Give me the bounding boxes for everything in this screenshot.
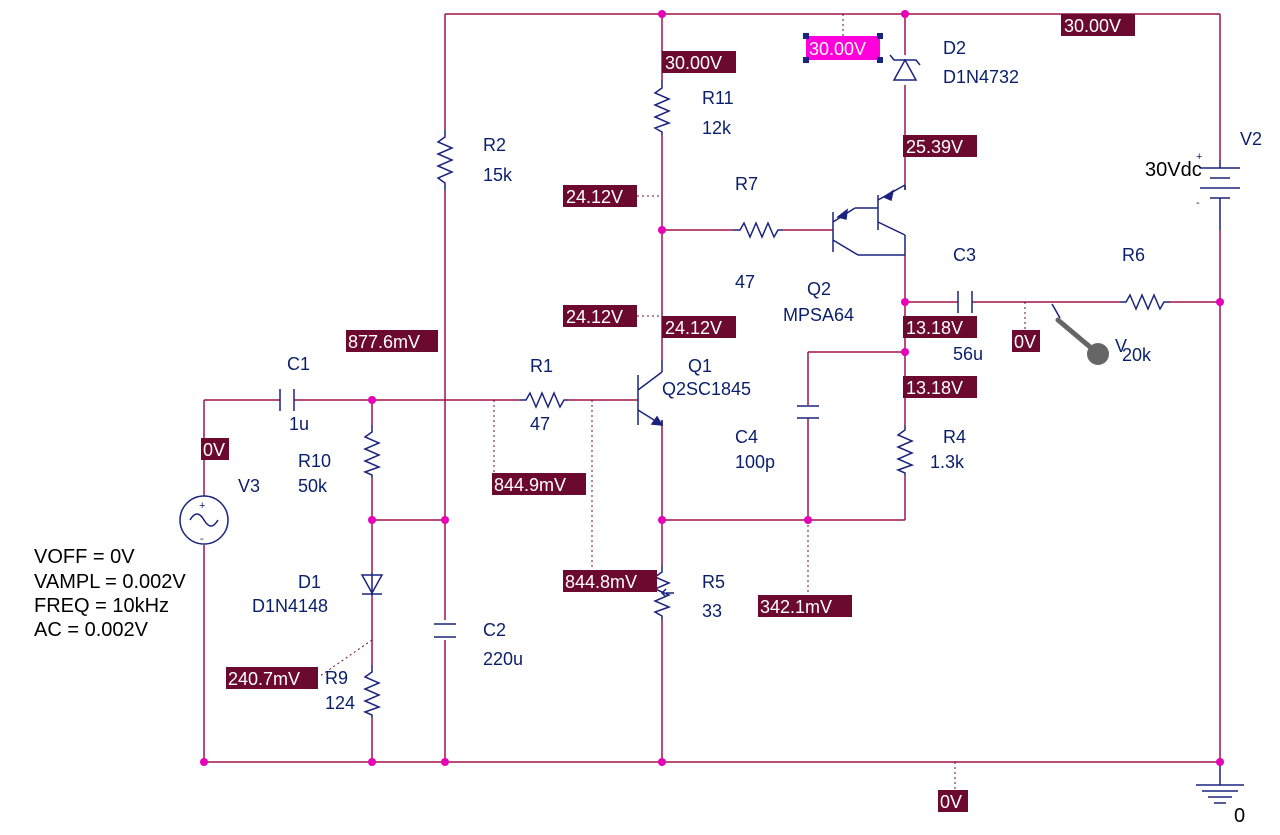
r2-resistor: [436, 130, 454, 190]
marker-out-node[interactable]: 13.18V: [903, 316, 977, 338]
components: [179, 54, 1244, 804]
marker-d1-cathode-value: 240.7mV: [228, 669, 300, 689]
wires: [203, 13, 1221, 763]
marker-ground-rail-value: 0V: [940, 792, 962, 812]
q2-ref: Q2: [807, 279, 831, 299]
marker-out-node-value: 13.18V: [906, 318, 963, 338]
marker-q1-coll-left-value: 24.12V: [566, 307, 623, 327]
v3-param-voff: VOFF = 0V: [34, 546, 135, 568]
r11-value: 12k: [702, 118, 732, 138]
r7-value: 47: [735, 272, 755, 292]
d2-ref: D2: [943, 38, 966, 58]
junction-nodes: [200, 10, 1224, 766]
r11-ref: R11: [702, 88, 734, 108]
d1-value: D1N4148: [252, 596, 328, 616]
r5-value: 33: [702, 601, 722, 621]
c3-value: 56u: [953, 344, 983, 364]
marker-q1-emitter-value: 844.8mV: [565, 572, 637, 592]
r9-ref: R9: [325, 668, 348, 688]
r4-ref: R4: [943, 427, 966, 447]
marker-q1-coll-right-value: 24.12V: [665, 318, 722, 338]
q1-value: Q2SC1845: [662, 379, 751, 399]
r1-resistor: [520, 391, 568, 409]
marker-r1-left-value: 844.9mV: [494, 475, 566, 495]
c4-ref: C4: [735, 427, 758, 447]
v3-ref: V3: [238, 476, 260, 496]
marker-c3-right-value: 0V: [1014, 332, 1036, 352]
r6-resistor: [1120, 293, 1170, 311]
marker-r1-left[interactable]: 844.9mV: [492, 473, 586, 495]
v2-plus: +: [1196, 151, 1202, 163]
probe-label: V: [1115, 336, 1127, 356]
voltage-markers[interactable]: 30.00V 30.00V 30.00V 25.39V 24.12V 24.12…: [201, 14, 1135, 812]
marker-r4-top[interactable]: 13.18V: [903, 376, 977, 398]
marker-q2-emitter-value: 25.39V: [906, 137, 963, 157]
d1-ref: D1: [298, 572, 321, 592]
marker-top-right[interactable]: 30.00V: [1061, 14, 1135, 36]
v3-plus: +: [199, 500, 205, 512]
d2-value: D1N4732: [943, 67, 1019, 87]
marker-bias-node-value: 877.6mV: [348, 332, 420, 352]
c3-ref: C3: [953, 245, 976, 265]
ground-label: 0: [1234, 805, 1245, 827]
v3-param-ac: AC = 0.002V: [34, 619, 149, 641]
r2-ref: R2: [483, 135, 506, 155]
r1-ref: R1: [530, 356, 553, 376]
voltage-probe-icon[interactable]: V: [1051, 303, 1127, 365]
marker-r11-top[interactable]: 30.00V: [662, 51, 736, 73]
marker-v3-top-value: 0V: [203, 440, 225, 460]
v2-value: 30Vdc: [1145, 159, 1202, 181]
r7-resistor: [733, 221, 783, 239]
marker-ground-rail[interactable]: 0V: [938, 790, 968, 812]
marker-r11-top-value: 30.00V: [665, 53, 722, 73]
marker-r7-node-value: 24.12V: [566, 187, 623, 207]
v3-param-vampl: VAMPL = 0.002V: [34, 571, 186, 593]
marker-d2-anode-selected[interactable]: 30.00V: [803, 33, 883, 63]
marker-c4-bottom[interactable]: 342.1mV: [758, 595, 852, 617]
marker-top-right-value: 30.00V: [1064, 16, 1121, 36]
c2-ref: C2: [483, 620, 506, 640]
r10-resistor: [362, 425, 382, 478]
marker-d2-anode-value: 30.00V: [809, 39, 866, 59]
v3-param-freq: FREQ = 10kHz: [34, 595, 169, 617]
r1-value: 47: [530, 414, 550, 434]
r10-value: 50k: [298, 476, 328, 496]
marker-c3-right[interactable]: 0V: [1012, 330, 1040, 352]
marker-v3-top[interactable]: 0V: [201, 438, 229, 460]
q2-value: MPSA64: [783, 305, 854, 325]
r2-value: 15k: [483, 165, 513, 185]
r4-resistor: [895, 425, 915, 475]
v2-ref: V2: [1240, 129, 1262, 149]
c1-ref: C1: [287, 354, 310, 374]
v2-minus: -: [1196, 197, 1200, 209]
c2-value: 220u: [483, 649, 523, 669]
marker-d1-cathode[interactable]: 240.7mV: [226, 667, 318, 689]
component-labels: R2 15k R11 12k R7 47 R1 47 R10 50k R9 12…: [34, 38, 1262, 827]
marker-bias-node[interactable]: 877.6mV: [346, 330, 438, 352]
marker-q1-coll-right[interactable]: 24.12V: [662, 316, 736, 338]
marker-q2-emitter[interactable]: 25.39V: [903, 135, 977, 157]
q1-ref: Q1: [688, 356, 712, 376]
r5-resistor: [653, 565, 672, 620]
r9-resistor: [362, 665, 382, 718]
r5-ref: R5: [702, 572, 725, 592]
r4-value: 1.3k: [930, 452, 965, 472]
marker-r4-top-value: 13.18V: [906, 378, 963, 398]
r10-ref: R10: [298, 451, 331, 471]
r6-ref: R6: [1122, 245, 1145, 265]
c4-value: 100p: [735, 452, 775, 472]
r11-resistor: [653, 80, 672, 135]
marker-r7-node[interactable]: 24.12V: [563, 185, 637, 207]
r9-value: 124: [325, 693, 355, 713]
marker-q1-emitter[interactable]: 844.8mV: [563, 570, 657, 592]
marker-q1-coll-left[interactable]: 24.12V: [563, 305, 637, 327]
c1-value: 1u: [289, 414, 309, 434]
v3-minus: -: [200, 533, 204, 545]
marker-c4-bottom-value: 342.1mV: [760, 597, 832, 617]
r7-ref: R7: [735, 174, 758, 194]
r6-value: 20k: [1122, 345, 1152, 365]
marker-leaders: [319, 14, 1026, 790]
